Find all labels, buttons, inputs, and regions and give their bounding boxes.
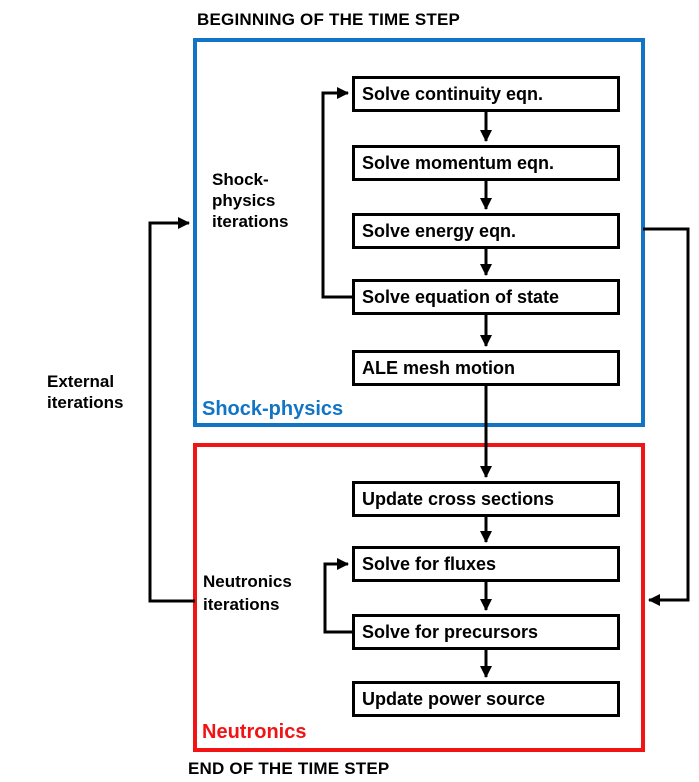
shock-iterations-label-line2: physics	[212, 191, 276, 210]
process-box-ale-mesh-motion: ALE mesh motion	[352, 350, 620, 386]
neutronics-iterations-loop-arrow	[323, 558, 352, 634]
shock-iterations-loop-arrow	[321, 87, 352, 299]
neutronics-container	[193, 443, 645, 752]
external-loop-left-arrow	[148, 217, 195, 603]
process-box-solve-for-fluxes: Solve for fluxes	[352, 546, 620, 582]
title-end-of-time-step: END OF THE TIME STEP	[188, 759, 390, 778]
process-box-solve-continuity: Solve continuity eqn.	[352, 76, 620, 112]
neutronics-section-label: Neutronics	[202, 721, 307, 743]
external-iterations-label-line2: iterations	[47, 393, 124, 412]
process-box-solve-momentum: Solve momentum eqn.	[352, 145, 620, 181]
shock-iterations-label-line3: iterations	[212, 212, 289, 231]
shock-iterations-label-line1: Shock-	[212, 170, 269, 189]
process-box-update-power-source: Update power source	[352, 681, 620, 717]
process-box-solve-equation-of-state: Solve equation of state	[352, 279, 620, 315]
external-iterations-label-line1: External	[47, 372, 115, 391]
process-box-update-cross-sections: Update cross sections	[352, 481, 620, 517]
shock-physics-container	[193, 38, 645, 427]
shock-physics-section-label: Shock-physics	[202, 398, 344, 420]
neutronics-iterations-label: Neutronics iterations	[203, 570, 292, 616]
neutronics-iterations-label-line1: Neutronics	[203, 572, 292, 591]
title-beginning-of-time-step: BEGINNING OF THE TIME STEP	[197, 10, 461, 29]
external-loop-right-arrow	[643, 227, 690, 606]
process-box-solve-energy: Solve energy eqn.	[352, 213, 620, 249]
shock-iterations-label: Shock- physics iterations	[212, 169, 289, 232]
external-iterations-label: External iterations	[47, 371, 124, 413]
neutronics-iterations-label-line2: iterations	[203, 595, 280, 614]
process-box-solve-for-precursors: Solve for precursors	[352, 614, 620, 650]
